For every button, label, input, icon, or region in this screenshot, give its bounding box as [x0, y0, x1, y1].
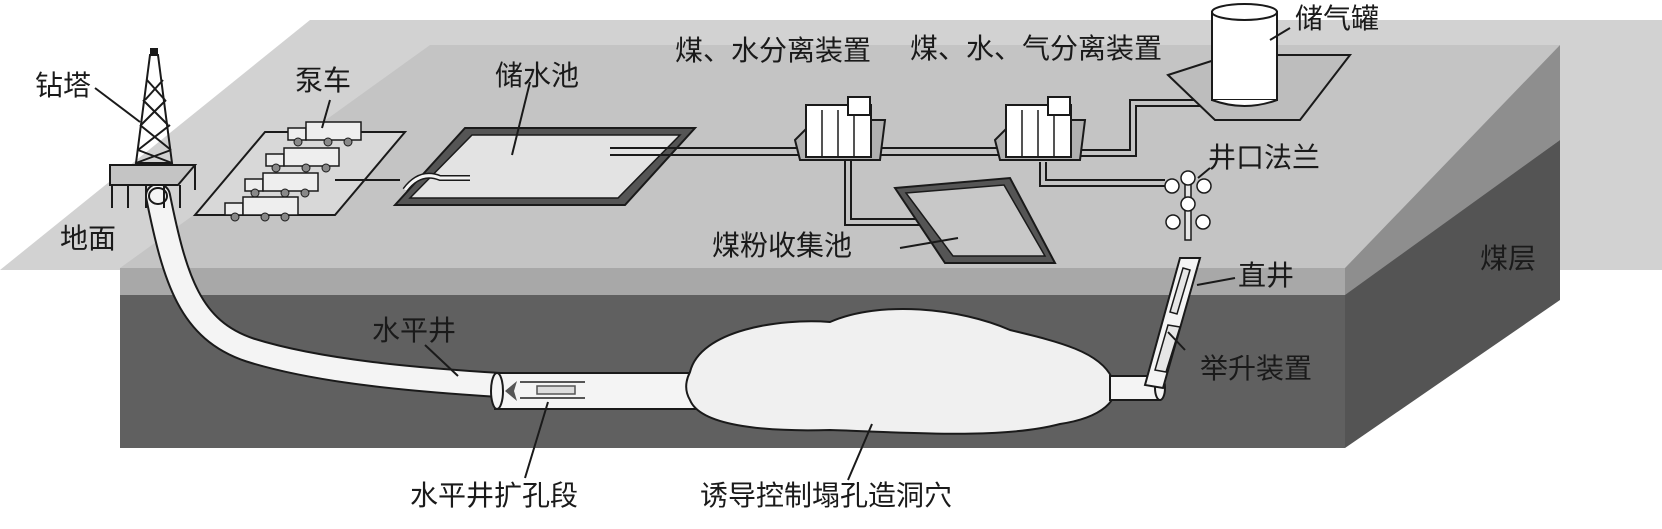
label-water-pool: 储水池	[495, 59, 579, 92]
coal-water-separator	[793, 96, 887, 161]
label-gas-tank: 储气罐	[1295, 2, 1379, 35]
pump-truck-icon	[287, 121, 362, 147]
separator-unit-icon	[1005, 96, 1072, 158]
wellhead-flange-icon	[1164, 170, 1212, 241]
reaming-section	[490, 372, 696, 410]
label-coal-water-gas-separator: 煤、水、气分离装置	[910, 32, 1162, 65]
reaming-arrow-icon	[505, 381, 517, 401]
label-vertical-well: 直井	[1238, 259, 1294, 292]
label-horizontal-well: 水平井	[372, 314, 456, 347]
label-drilling-rig: 钻塔	[35, 69, 91, 102]
label-pump-truck: 泵车	[295, 64, 351, 97]
label-reaming-section: 水平井扩孔段	[410, 479, 578, 512]
label-lift-device: 举升装置	[1200, 352, 1312, 385]
coal-water-gas-separator	[993, 96, 1087, 161]
label-coal-powder-pool: 煤粉收集池	[712, 229, 852, 262]
pump-truck-icon	[265, 147, 340, 173]
separator-unit-icon	[805, 96, 872, 158]
pump-truck-platform	[192, 121, 408, 222]
label-coal-seam: 煤层	[1480, 242, 1536, 275]
label-coal-water-separator: 煤、水分离装置	[675, 34, 871, 67]
coal-seam-side-face	[1345, 140, 1560, 448]
horizontal-well-pipe-fill	[147, 185, 511, 396]
label-cavity: 诱导控制塌孔造洞穴	[700, 479, 952, 512]
pump-truck-icon	[224, 196, 299, 222]
label-ground: 地面	[60, 222, 116, 255]
water-storage-pool	[392, 127, 698, 206]
label-wellhead-flange: 井口法兰	[1208, 141, 1320, 174]
gas-cylinder-icon	[1211, 3, 1278, 107]
gas-storage-tank	[1166, 3, 1353, 121]
surface-side-edge	[1345, 45, 1560, 295]
drilling-rig	[109, 48, 198, 208]
lattice-derrick-icon	[134, 48, 174, 164]
horizontal-well-opening	[148, 187, 168, 205]
pump-truck-icon	[244, 172, 319, 198]
labels: 钻塔 地面 泵车 储水池 煤、水分离装置 煤、水、气分离装置 储气罐 井口法兰 …	[35, 2, 1536, 512]
leader-lines	[94, 27, 1291, 481]
surface-front-edge	[120, 268, 1345, 295]
